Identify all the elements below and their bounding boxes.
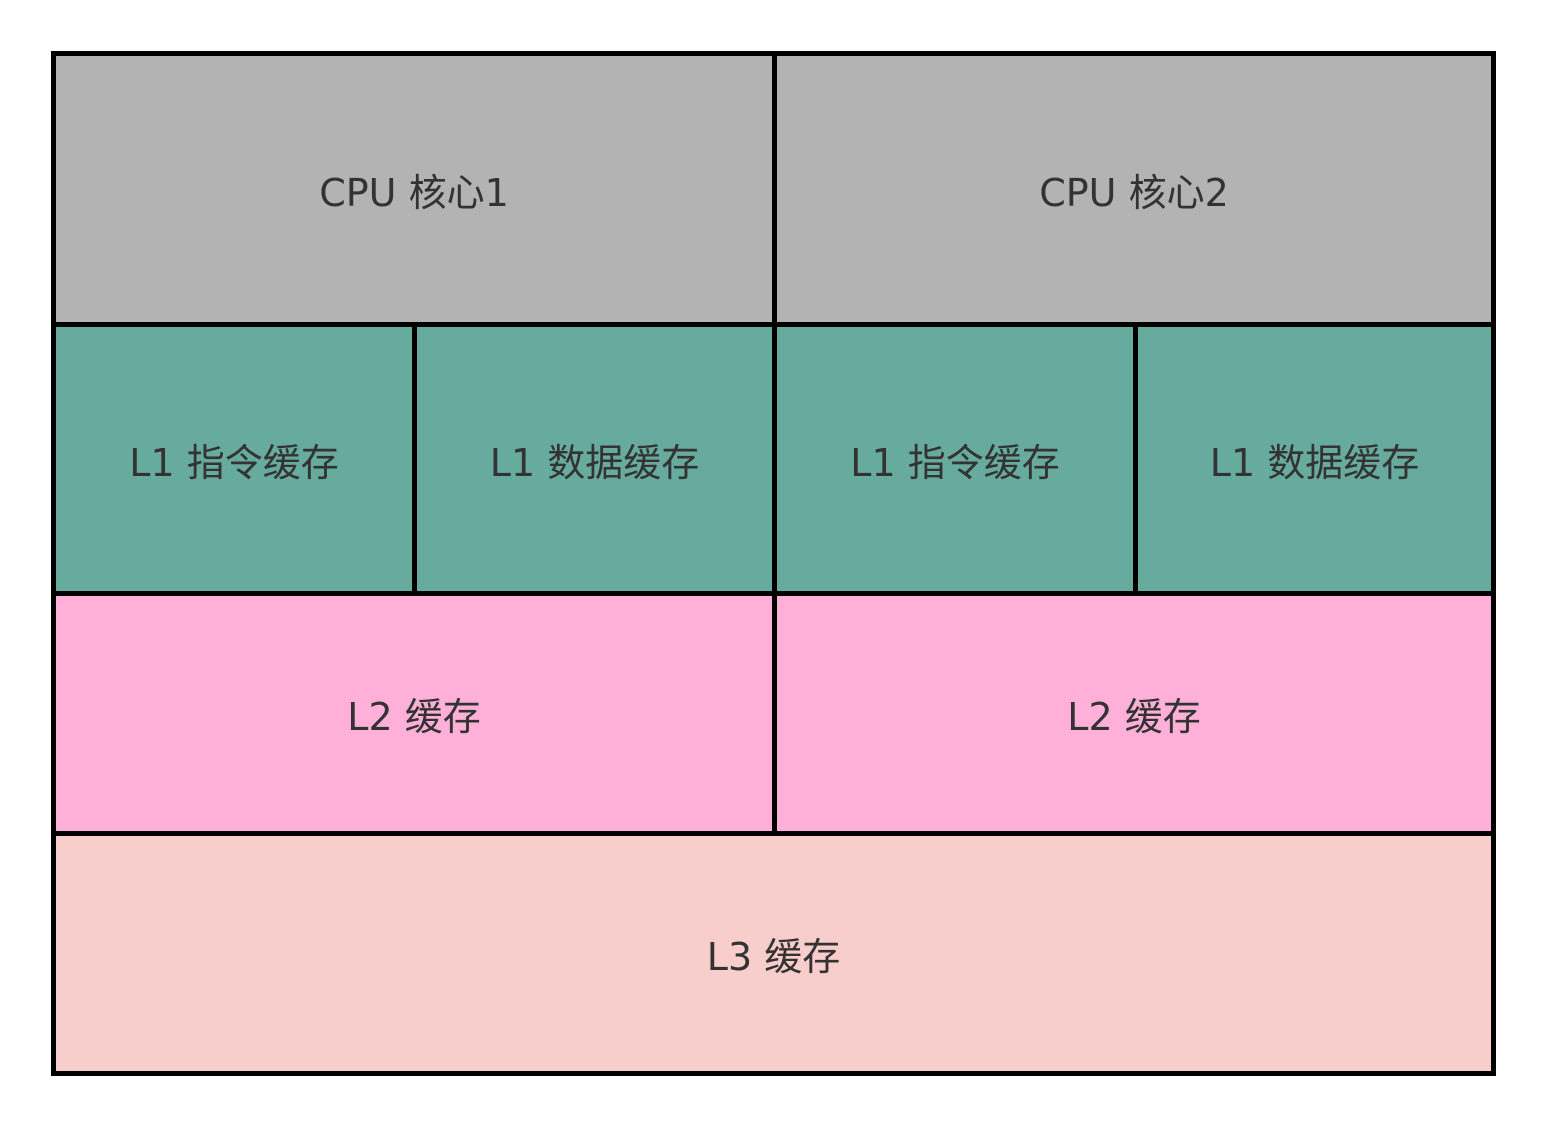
cpu-cache-hierarchy-diagram: CPU 核心1 CPU 核心2 L1 指令缓存 L1 数据缓存 L1 指令缓存 … <box>51 51 1496 1076</box>
core1-l1-instruction-cache: L1 指令缓存 <box>51 322 417 596</box>
core2-l1-data-cache: L1 数据缓存 <box>1133 322 1496 596</box>
core1-l1-data-cache: L1 数据缓存 <box>412 322 777 596</box>
core2-l1-instruction-cache-label: L1 指令缓存 <box>850 440 1060 485</box>
cpu-core-1-label: CPU 核心1 <box>319 170 509 215</box>
core2-l1-data-cache-label: L1 数据缓存 <box>1209 440 1420 485</box>
cpu-core-1: CPU 核心1 <box>51 51 777 327</box>
shared-l3-cache-label: L3 缓存 <box>706 935 841 979</box>
core2-l2-cache: L2 缓存 <box>772 591 1496 836</box>
shared-l3-cache: L3 缓存 <box>51 831 1496 1076</box>
core1-l1-instruction-cache-label: L1 指令缓存 <box>129 440 339 485</box>
core2-l2-cache-label: L2 缓存 <box>1067 695 1201 739</box>
cpu-core-2: CPU 核心2 <box>772 51 1496 327</box>
core2-l1-instruction-cache: L1 指令缓存 <box>772 322 1138 596</box>
core1-l2-cache: L2 缓存 <box>51 591 777 836</box>
core1-l2-cache-label: L2 缓存 <box>347 695 481 739</box>
core1-l1-data-cache-label: L1 数据缓存 <box>489 440 700 485</box>
cpu-core-2-label: CPU 核心2 <box>1039 170 1229 215</box>
